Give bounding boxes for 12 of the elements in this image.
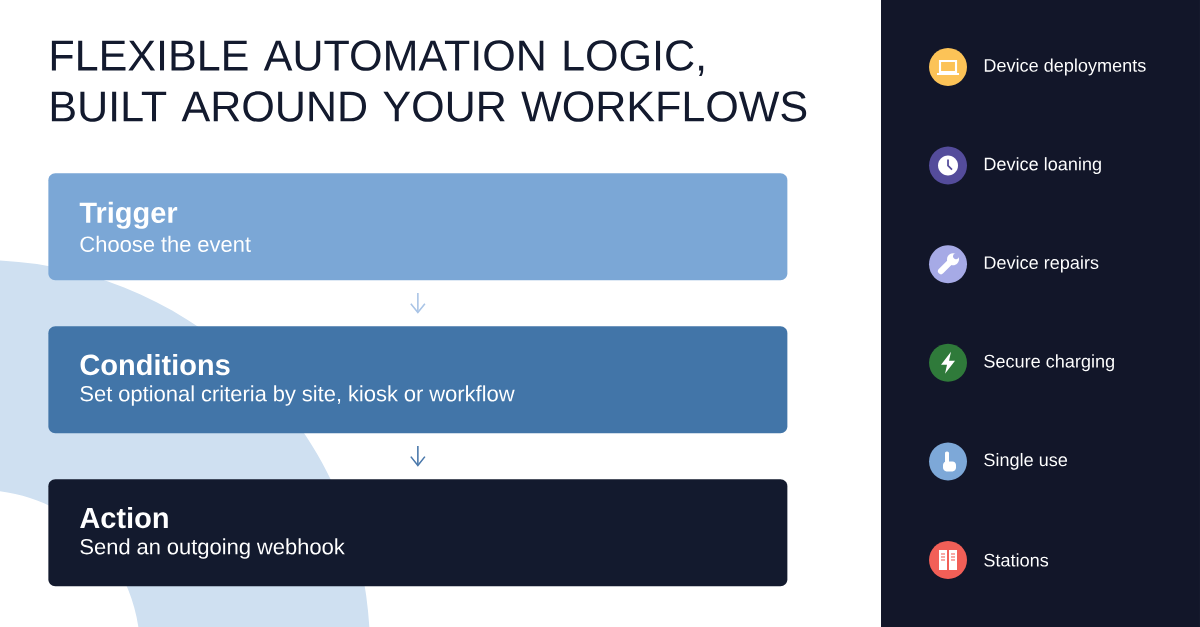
arrow bbox=[410, 445, 426, 467]
feature-label: Device loaning bbox=[984, 157, 1101, 174]
feature-label: Single use bbox=[984, 452, 1068, 470]
feature-label: Device deployments bbox=[984, 58, 1146, 76]
title: FLEXIBLE AUTOMATION LOGIC, BUILT AROUND YOUR WORKFLOWS bbox=[51, 40, 807, 122]
step-box: Action Send an outgoing webhook bbox=[48, 479, 788, 587]
feature-label: Device repairs bbox=[984, 255, 1099, 273]
step-box: Conditions Set optional criteria by site, kiosk or workflow bbox=[48, 326, 788, 434]
arrow bbox=[410, 292, 426, 314]
step-box: Trigger Choose the event bbox=[48, 173, 788, 281]
feature-label: Stations bbox=[984, 553, 1049, 567]
feature-label: Secure charging bbox=[984, 354, 1114, 372]
